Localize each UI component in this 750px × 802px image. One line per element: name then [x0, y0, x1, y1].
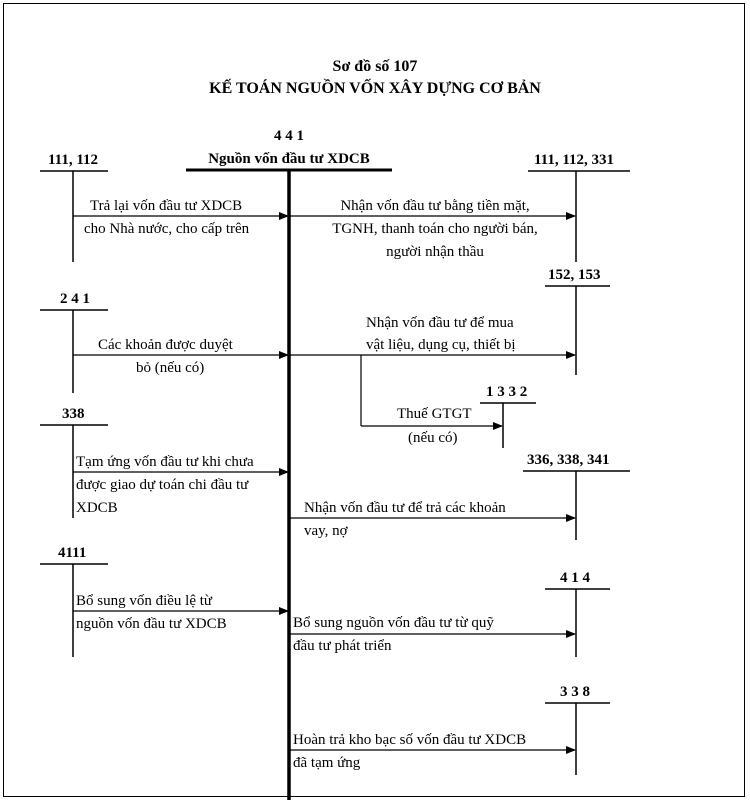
account-152-153-label: 152, 153 [548, 267, 601, 283]
account-336-338-341-label: 336, 338, 341 [527, 452, 610, 468]
account-441-code: 4 4 1 [274, 128, 304, 144]
diagram-title: KẾ TOÁN NGUỒN VỐN XÂY DỰNG CƠ BẢN [209, 80, 541, 97]
account-111-112-331-label: 111, 112, 331 [534, 152, 615, 168]
entry-bo-sung-quy-line1: Bổ sung nguồn vốn đầu tư từ quỹ [293, 615, 494, 631]
account-1332-label: 1 3 3 2 [486, 384, 528, 400]
entry-nhan-von-line3: người nhận thầu [386, 244, 484, 260]
entry-bo-sung-quy-line2: đầu tư phát triển [293, 638, 392, 654]
account-441-name: Nguồn vốn đầu tư XDCB [208, 151, 370, 167]
entry-hoan-tra-line2: đã tạm ứng [293, 755, 361, 771]
entry-mua-vl-line2: vật liệu, dụng cụ, thiết bị [366, 337, 516, 353]
entry-hoan-tra-line1: Hoàn trả kho bạc số vốn đầu tư XDCB [293, 732, 527, 748]
entry-cac-khoan-line1: Các khoản được duyệt [98, 337, 233, 353]
entry-nhan-von-line1: Nhận vốn đầu tư bằng tiền mặt, [340, 198, 530, 214]
account-241-label: 2 4 1 [60, 291, 90, 307]
entry-bo-sung-dl-line1: Bổ sung vốn điều lệ từ [76, 593, 213, 609]
entry-tam-ung-line3: XDCB [76, 500, 118, 516]
entry-thue-line2: (nếu có) [408, 430, 458, 446]
entry-mua-vl-line1: Nhận vốn đầu tư để mua [366, 315, 514, 331]
account-414-label: 4 1 4 [560, 570, 590, 586]
entry-tra-no-line2: vay, nợ [304, 523, 348, 539]
entry-tra-lai-line1: Trả lại vốn đầu tư XDCB [90, 198, 243, 214]
entry-tra-no-line1: Nhận vốn đầu tư để trả các khoản [304, 500, 506, 516]
entry-thue-line1: Thuế GTGT [397, 406, 472, 422]
entry-bo-sung-dl-line2: nguồn vốn đầu tư XDCB [76, 616, 227, 632]
account-338-left-label: 338 [62, 406, 85, 422]
diagram-number: Sơ đồ số 107 [332, 58, 418, 75]
entry-tam-ung-line2: được giao dự toán chi đầu tư [76, 477, 249, 493]
account-111-112-label: 111, 112 [48, 152, 99, 168]
entry-nhan-von-line2: TGNH, thanh toán cho người bán, [332, 221, 538, 237]
diagram-frame [3, 3, 745, 797]
account-338-right-label: 3 3 8 [560, 684, 590, 700]
entry-cac-khoan-line2: bỏ (nếu có) [136, 360, 205, 376]
entry-tam-ung-line1: Tạm ứng vốn đầu tư khi chưa [76, 454, 254, 470]
account-4111-label: 4111 [58, 545, 87, 561]
entry-tra-lai-line2: cho Nhà nước, cho cấp trên [84, 221, 250, 237]
